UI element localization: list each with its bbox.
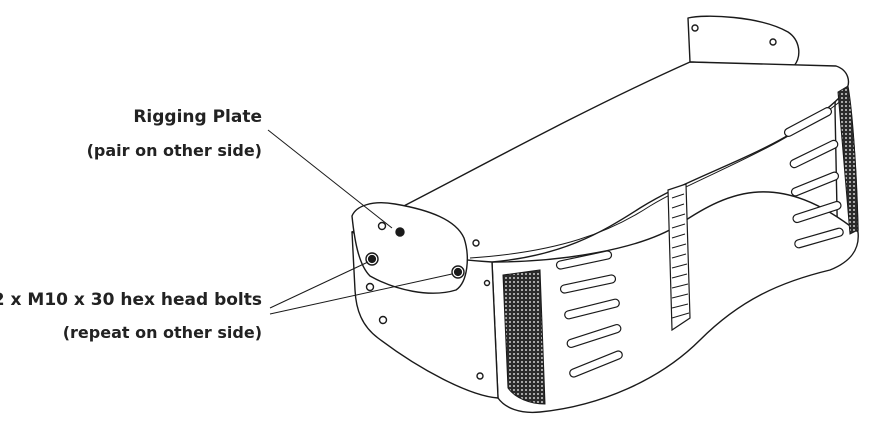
bolt-leader-upper <box>269 261 369 309</box>
end-panel-hole <box>365 282 375 292</box>
vent-slot <box>789 139 839 169</box>
vent-slots-left <box>555 250 623 378</box>
hex-bolt-upper <box>365 252 379 266</box>
vent-slot <box>555 250 613 270</box>
center-joint-strip <box>667 183 691 332</box>
rear-end-grille <box>837 85 859 235</box>
vent-slots-right <box>783 107 844 249</box>
hex-bolt-lower <box>451 265 465 279</box>
center-joint-teeth <box>671 193 690 319</box>
end-panel-hole-2 <box>378 315 388 325</box>
vent-slot <box>790 171 840 197</box>
vent-slot <box>559 274 617 294</box>
top-seam-line <box>469 99 843 259</box>
bolts-sublabel: (repeat on other side) <box>62 323 262 342</box>
plate-hole <box>377 221 387 231</box>
rear-rigging-plate <box>687 15 800 67</box>
rear-plate-hole <box>691 24 699 32</box>
vent-slot <box>783 107 833 137</box>
rear-plate-hole-2 <box>769 38 777 46</box>
rigging-plate-leader <box>267 129 393 229</box>
plate-hole-3 <box>472 239 480 247</box>
vent-slot <box>794 227 844 249</box>
end-panel-hole-3 <box>476 372 484 380</box>
cabinet-top-surface <box>351 61 850 263</box>
end-panel-hole-4 <box>483 279 491 287</box>
rigging-plate-label: Rigging Plate <box>133 107 262 127</box>
rigging-plate-sublabel: (pair on other side) <box>86 141 262 160</box>
vent-slot <box>792 200 842 224</box>
plate-hole-2 <box>395 227 405 237</box>
bolt-leader-lower <box>269 273 453 315</box>
front-end-grille <box>502 269 546 405</box>
bolts-label: 2 x M10 x 30 hex head bolts <box>0 290 262 310</box>
vent-slot <box>569 350 623 378</box>
vent-slot <box>564 298 620 320</box>
vent-slot <box>566 323 622 349</box>
